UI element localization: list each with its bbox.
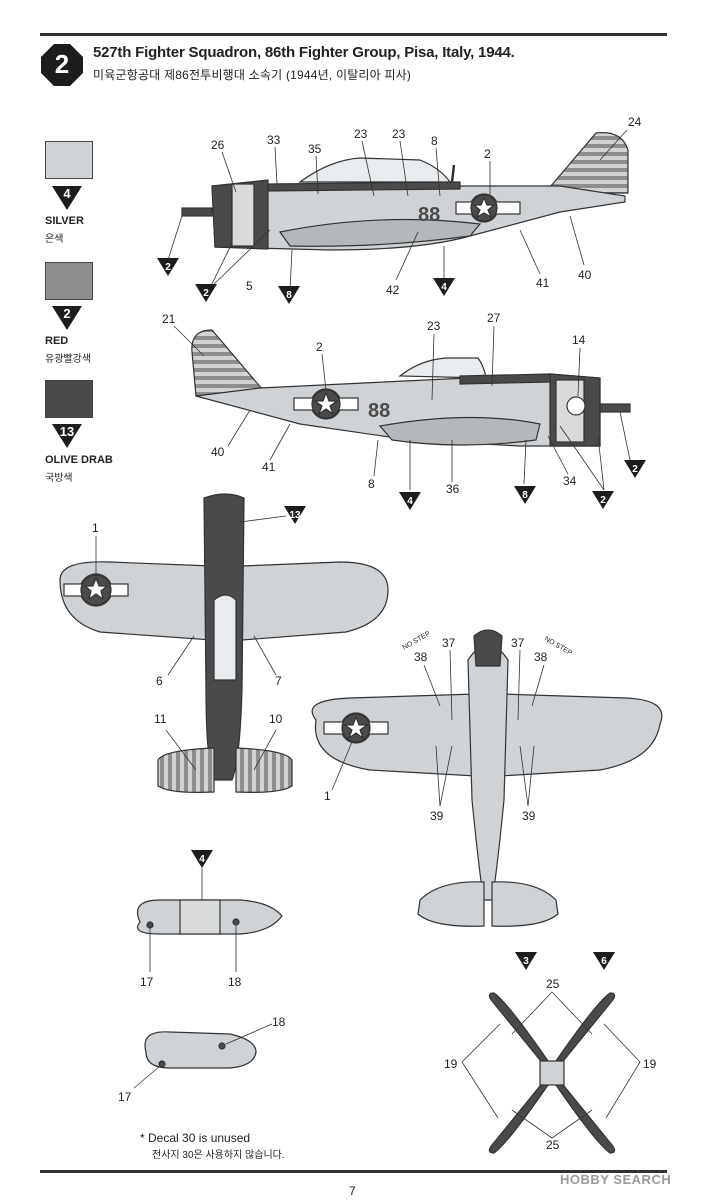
propeller-front-view: [488, 992, 616, 1154]
callout-marker: 2: [600, 495, 606, 506]
callout: 34: [563, 474, 577, 488]
callout: 1: [324, 789, 331, 803]
callout-marker: 4: [441, 282, 447, 293]
callout: 42: [386, 283, 400, 297]
callout: 39: [522, 809, 536, 823]
callout: 14: [572, 333, 586, 347]
color-name-silver: SILVER: [45, 215, 84, 227]
top-view: [59, 493, 389, 793]
top-rule: [40, 33, 667, 36]
callout-marker: 2: [203, 288, 209, 299]
callout: 8: [368, 477, 375, 491]
callout-marker: 6: [601, 956, 607, 967]
callout: 2: [316, 340, 323, 354]
color-number-red: 2: [63, 306, 71, 321]
stencil-no-step: NO STEP: [402, 630, 432, 652]
color-marker-silver: [52, 186, 82, 210]
callout: 23: [427, 319, 441, 333]
callout: 2: [484, 147, 491, 161]
callout: 26: [211, 138, 225, 152]
callout-marker: 8: [286, 290, 292, 301]
callout: 17: [140, 975, 154, 989]
watermark-logo: HOBBY SEARCH: [560, 1172, 672, 1187]
color-korean-red: 유광빨강색: [45, 354, 91, 365]
side-view-left: [181, 132, 629, 251]
callout: 17: [118, 1090, 132, 1104]
stencil-no-step: NO STEP: [543, 636, 573, 658]
callout-marker: 13: [289, 510, 301, 521]
callout: 40: [211, 445, 225, 459]
step-number: 2: [54, 49, 70, 79]
color-korean-olive-drab: 국방색: [45, 473, 73, 484]
color-swatch-olive-drab: [45, 380, 93, 418]
callout: 6: [156, 674, 163, 688]
callout: 23: [354, 127, 368, 141]
color-swatch-silver: [45, 141, 93, 179]
callout-marker: 3: [523, 956, 529, 967]
color-name-olive-drab: OLIVE DRAB: [45, 454, 113, 466]
color-swatch-red: [45, 262, 93, 300]
side-right-codes: 88: [368, 400, 390, 422]
color-number-olive-drab: 13: [59, 424, 75, 439]
color-name-red: RED: [45, 335, 69, 347]
callout: 37: [442, 636, 456, 650]
callout: 33: [267, 133, 281, 147]
drop-tank: [136, 899, 283, 935]
callout: 35: [308, 142, 322, 156]
callout: 25: [546, 977, 560, 991]
callout: 27: [487, 311, 501, 325]
callout: 24: [628, 115, 642, 129]
page-title: 527th Fighter Squadron, 86th Fighter Gro…: [93, 44, 515, 61]
callout: 21: [162, 312, 176, 326]
callout-marker: 4: [199, 854, 205, 865]
callout: 18: [272, 1015, 286, 1029]
step-badge: 2: [40, 43, 84, 87]
footnote-english: * Decal 30 is unused: [140, 1131, 251, 1145]
callout: 39: [430, 809, 444, 823]
callout: 25: [546, 1138, 560, 1152]
color-marker-olive-drab: [52, 424, 82, 448]
page-number: 7: [349, 1184, 356, 1198]
callout: 40: [578, 268, 592, 282]
callout: 38: [534, 650, 548, 664]
callout: 19: [643, 1057, 657, 1071]
callout: 36: [446, 482, 460, 496]
callout: 41: [536, 276, 550, 290]
bottom-rule: [40, 1170, 667, 1173]
callout-marker: 4: [407, 496, 413, 507]
callout: 19: [444, 1057, 458, 1071]
color-number-silver: 4: [63, 186, 71, 201]
callout-marker: 2: [165, 262, 171, 273]
callout: 10: [269, 712, 283, 726]
callout: 37: [511, 636, 525, 650]
callout-marker: 2: [632, 464, 638, 475]
callout: 8: [431, 134, 438, 148]
callout: 11: [154, 712, 167, 726]
callout: 18: [228, 975, 242, 989]
callout: 23: [392, 127, 406, 141]
page-subtitle: 미육군항공대 제86전투비행대 소속기 (1944년, 이탈리아 피사): [93, 68, 412, 82]
bottom-view: [311, 629, 663, 927]
color-korean-silver: 은색: [45, 234, 64, 245]
callout: 5: [246, 279, 253, 293]
callout-marker: 8: [522, 490, 528, 501]
callout: 7: [275, 674, 282, 688]
callout: 41: [262, 460, 276, 474]
side-view-right: [191, 329, 631, 447]
footnote-korean: 전사지 30은 사용하지 않습니다.: [152, 1150, 285, 1161]
small-tank: [144, 1031, 257, 1069]
side-left-codes: 88: [418, 204, 440, 226]
color-marker-red: [52, 306, 82, 330]
callout: 38: [414, 650, 428, 664]
callout: 1: [92, 521, 99, 535]
